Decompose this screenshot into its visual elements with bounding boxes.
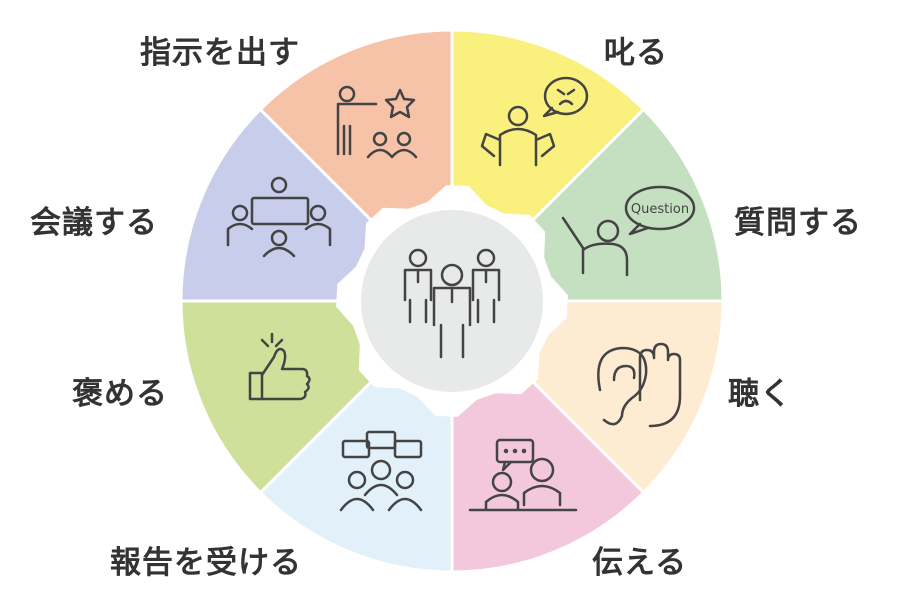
label-meeting: 会議する [30, 205, 158, 241]
label-convey: 伝える [592, 545, 688, 581]
label-scold: 叱る [604, 35, 668, 71]
ear-listening-icon [597, 342, 682, 428]
group-reporting-icon [339, 430, 423, 512]
label-instruct: 指示を出す [140, 35, 300, 71]
question-bubble-text: Question [631, 202, 689, 217]
leader-instructing-icon [336, 85, 418, 159]
conversation-icon [468, 438, 578, 512]
question-raising-hand-icon: Question [561, 185, 696, 277]
label-listen: 聴く [728, 376, 792, 412]
meeting-table-icon [226, 176, 332, 258]
label-ask-question: 質問する [734, 205, 862, 241]
business-team-icon [403, 248, 501, 359]
label-praise: 褒める [72, 376, 168, 412]
scolding-person-icon [480, 76, 589, 167]
label-receive-report: 報告を受ける [110, 545, 302, 581]
thumbs-up-icon [248, 332, 311, 401]
